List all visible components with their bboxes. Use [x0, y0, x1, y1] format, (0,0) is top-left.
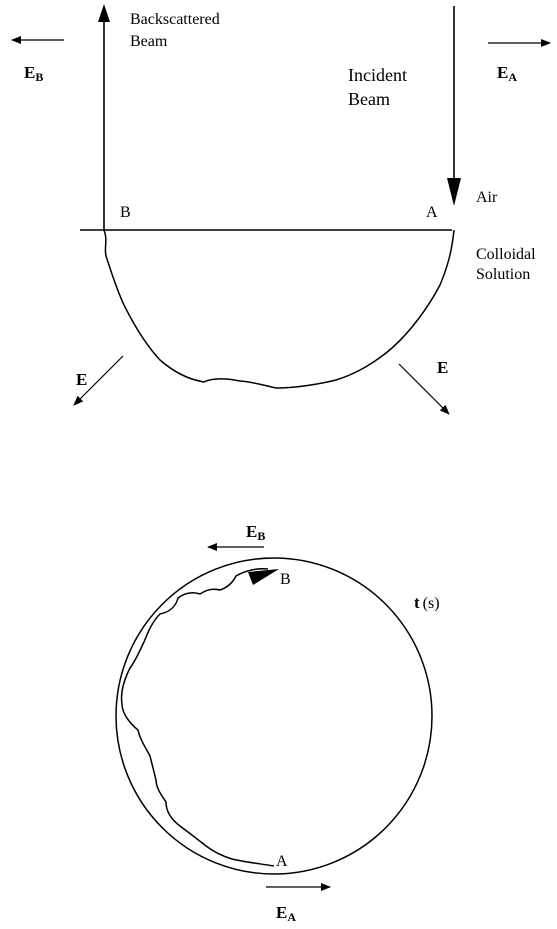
bottom-point-a-label: A — [276, 853, 288, 870]
bottom-field-b-label: EB — [246, 522, 265, 543]
bottom-diagram: EB B t(s) A EA — [115, 522, 440, 924]
field-left-arrow — [73, 355, 124, 406]
bottom-field-a-label: EA — [276, 903, 296, 924]
field-right-arrow — [398, 363, 450, 415]
incident-label: Incident — [348, 65, 407, 85]
backscattered-label-2: Beam — [130, 33, 168, 50]
backscattered-label: Backscattered — [130, 11, 220, 28]
air-label: Air — [476, 189, 498, 206]
colloidal-label: Colloidal — [476, 246, 536, 263]
field-left-label: E — [76, 370, 87, 389]
bottom-point-b-label: B — [280, 571, 291, 588]
point-b-label: B — [120, 204, 131, 221]
incident-label-2: Beam — [348, 89, 390, 109]
incident-beam-arrowhead — [447, 178, 461, 206]
sample-circle — [115, 557, 433, 875]
t-label: t(s) — [414, 593, 440, 612]
field-right-label: E — [437, 358, 448, 377]
top-diagram: EB Backscattered Beam Incident Beam EA B… — [11, 4, 551, 415]
bottom-scattering-path — [120, 568, 275, 867]
field-a-label: EA — [497, 63, 517, 84]
field-b-label: EB — [24, 63, 43, 84]
scattering-path — [103, 229, 455, 389]
backscattered-beam-arrowhead — [98, 4, 110, 22]
point-a-label: A — [426, 204, 438, 221]
colloidal-label-2: Solution — [476, 266, 530, 283]
bottom-path-arrowhead — [248, 569, 279, 585]
